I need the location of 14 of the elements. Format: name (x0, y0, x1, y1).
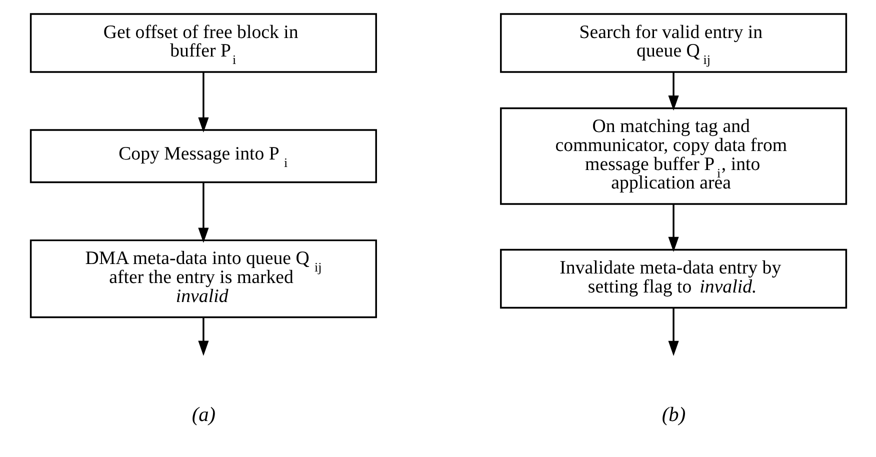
node-box: On matching tag and communicator, copy data from message buffer P$_{i}$, into application area (500, 107, 847, 205)
arrow (198, 182, 208, 243)
label: (a) (191, 404, 216, 426)
arrow (668, 204, 678, 252)
arrow (668, 72, 678, 111)
node-box: Search for valid entry in queue Q$_{ij}$ (500, 13, 847, 73)
node-box: DMA meta-data into queue Q$_{ij}$ after the entry is marked invalid (29, 239, 376, 318)
node-box: Get offset of free block in buffer P$_{i}$ (29, 13, 376, 73)
label: (b) (661, 404, 686, 426)
node-box: Invalidate meta-data entry by setting flag to invalid. (500, 248, 847, 309)
node-box: Copy Message into P$_{i}$ (29, 129, 376, 184)
arrow (198, 317, 208, 356)
arrow (198, 72, 208, 133)
arrow (668, 308, 678, 356)
